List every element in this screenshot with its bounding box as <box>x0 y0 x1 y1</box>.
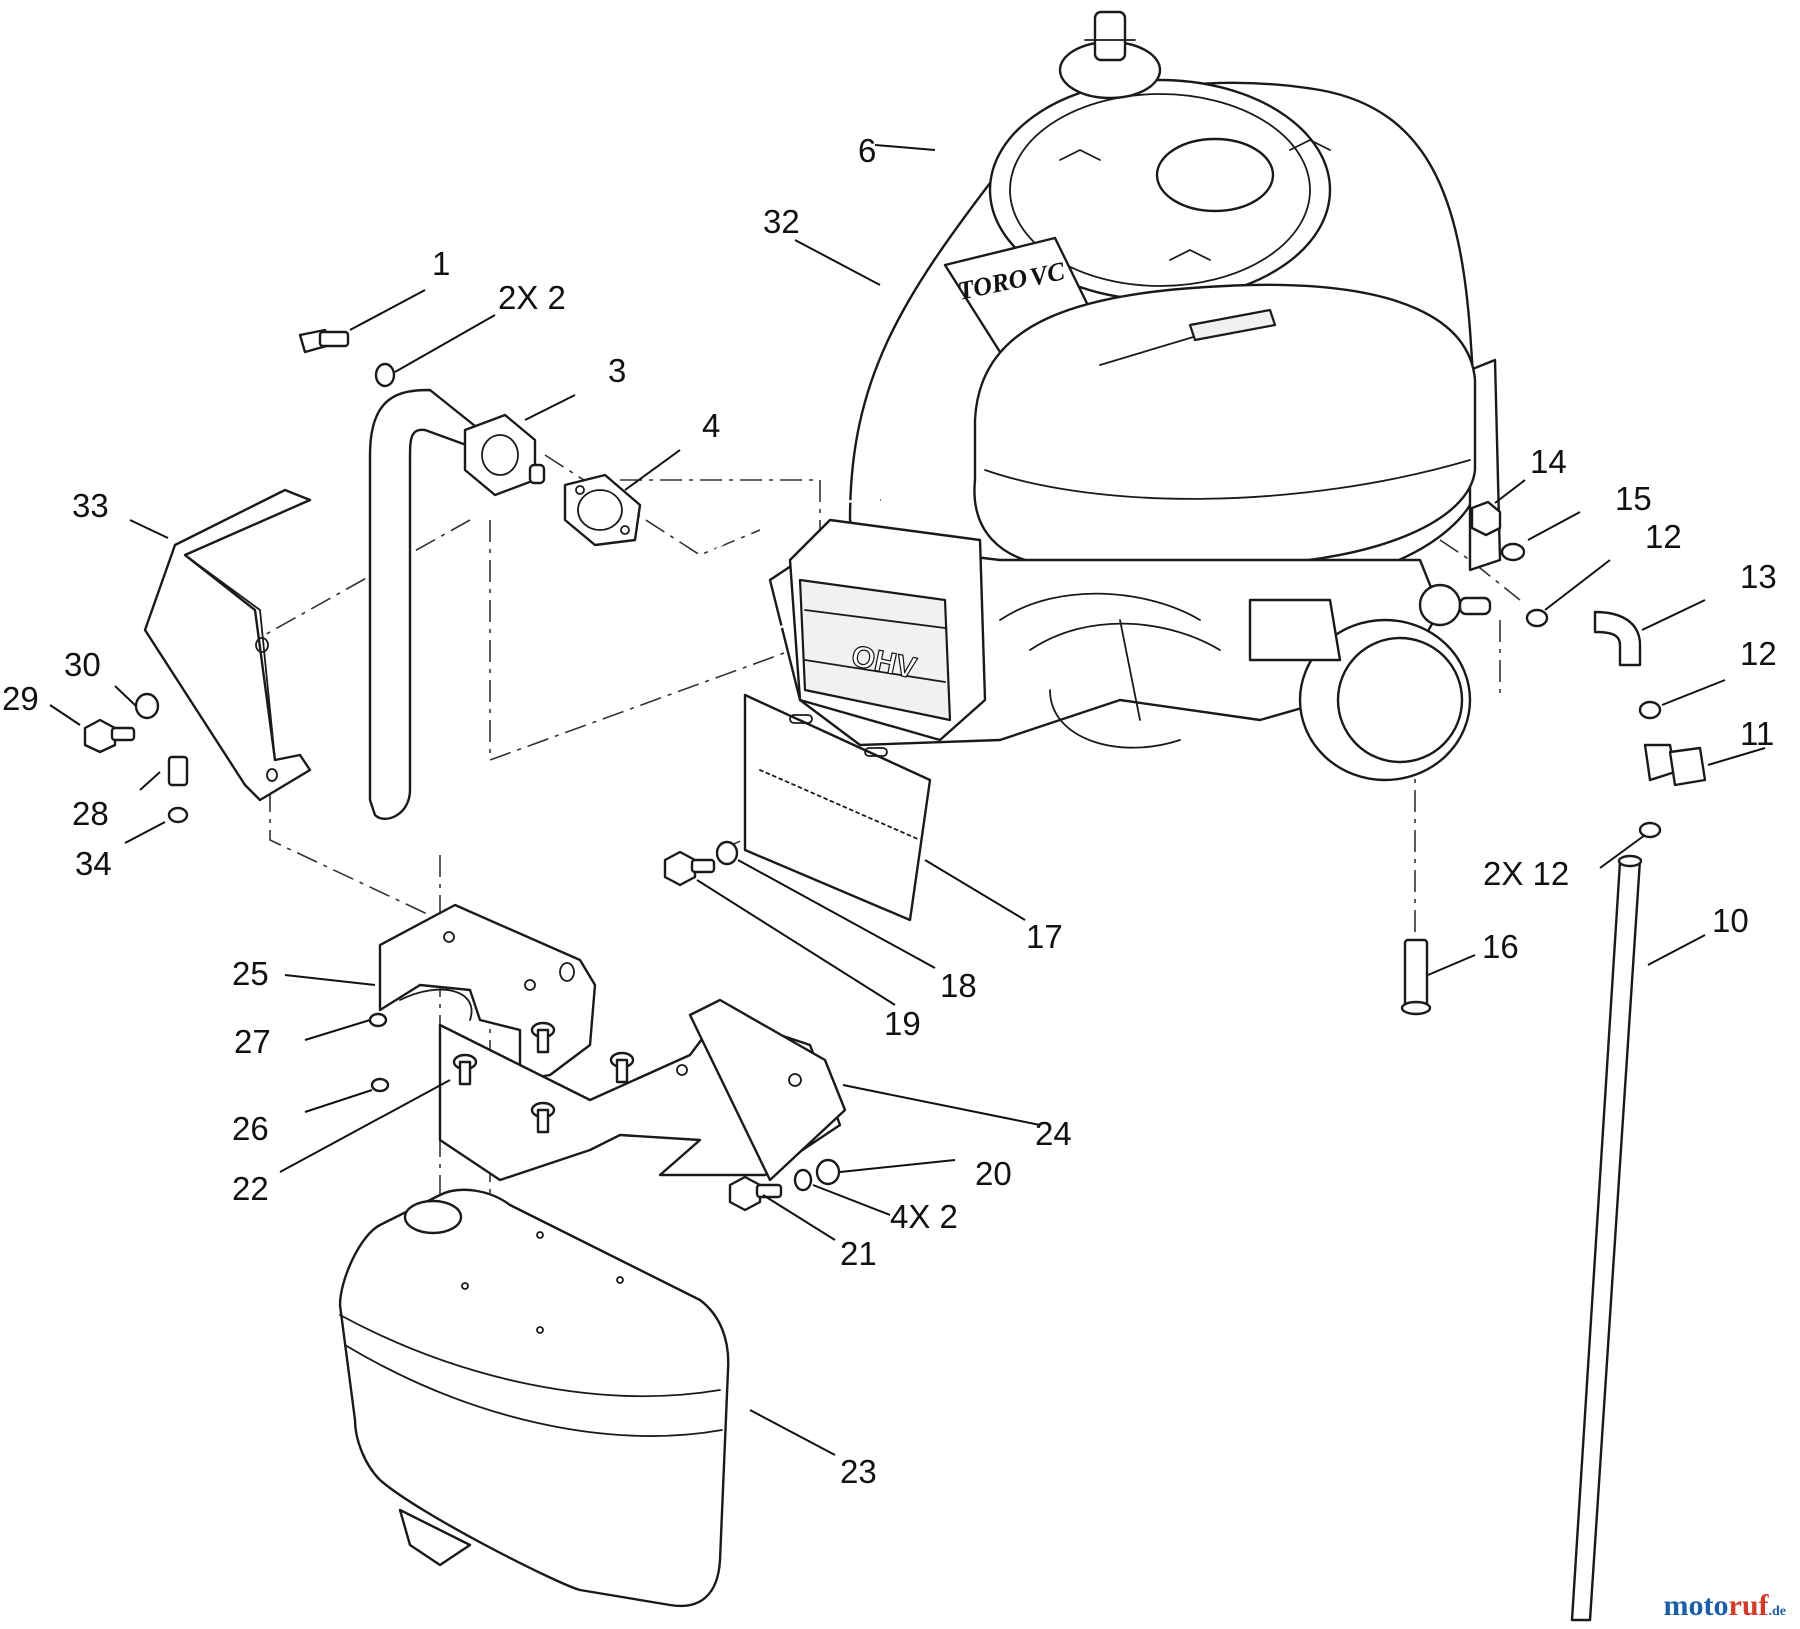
callout-4x2: 4X 2 <box>890 1198 958 1235</box>
callout-10: 10 <box>1712 902 1749 939</box>
watermark-part-1: moto <box>1663 1589 1729 1622</box>
callout-29: 29 <box>2 680 39 717</box>
engine-brand-suffix-text: VC <box>1027 256 1068 292</box>
callout-27: 27 <box>234 1023 271 1060</box>
callout-24: 24 <box>1035 1115 1072 1152</box>
callout-28: 28 <box>72 795 109 832</box>
callout-19: 19 <box>884 1005 921 1042</box>
callout-11: 11 <box>1740 715 1774 752</box>
callout-4: 4 <box>702 407 720 444</box>
callout-2x2: 2X 2 <box>498 279 566 316</box>
callout-2x12: 2X 12 <box>1483 855 1569 892</box>
callout-26: 26 <box>232 1110 269 1147</box>
engine: TORO VC OHV <box>698 10 1502 782</box>
site-watermark: motoruf.de <box>1664 1589 1786 1623</box>
callout-25: 25 <box>232 955 269 992</box>
callout-3: 3 <box>608 352 626 389</box>
callout-17: 17 <box>1026 918 1063 955</box>
deflector-plate <box>743 693 932 922</box>
callout-12-lower: 12 <box>1740 635 1777 672</box>
callout-21: 21 <box>840 1235 877 1272</box>
exhaust-bolt <box>298 328 350 354</box>
callout-20: 20 <box>975 1155 1012 1192</box>
callout-23: 23 <box>840 1453 877 1490</box>
watermark-part-2: ruf <box>1728 1589 1769 1622</box>
bracket-hardware-right <box>728 1158 841 1212</box>
callout-32: 32 <box>763 203 800 240</box>
callout-18: 18 <box>940 967 977 1004</box>
callout-34: 34 <box>75 845 112 882</box>
callout-1: 1 <box>432 245 450 282</box>
callout-13: 13 <box>1740 558 1777 595</box>
callout-22: 22 <box>232 1170 269 1207</box>
callout-30: 30 <box>64 646 101 683</box>
engine-bolt <box>1400 938 1432 1016</box>
callout-33: 33 <box>72 487 109 524</box>
callout-15: 15 <box>1615 480 1652 517</box>
fuel-hardware <box>1470 500 1707 1622</box>
callout-14: 14 <box>1530 443 1567 480</box>
muffler <box>338 1188 730 1608</box>
exhaust-washer <box>374 362 396 388</box>
leader-lines <box>49 144 1766 1456</box>
deflector-fasteners <box>663 840 739 887</box>
exhaust-pipe <box>368 388 546 820</box>
callout-16: 16 <box>1482 928 1519 965</box>
muffler-bracket-lower <box>438 998 847 1182</box>
fasteners-left <box>83 692 189 824</box>
callout-12-upper: 12 <box>1645 518 1682 555</box>
watermark-part-3: .de <box>1768 1604 1787 1619</box>
exhaust-gasket <box>563 473 642 547</box>
callout-labels: 6 32 1 2X 2 3 4 33 30 29 28 34 14 15 12 … <box>2 132 1777 1490</box>
heat-shield <box>143 488 312 802</box>
callout-6: 6 <box>858 132 876 169</box>
